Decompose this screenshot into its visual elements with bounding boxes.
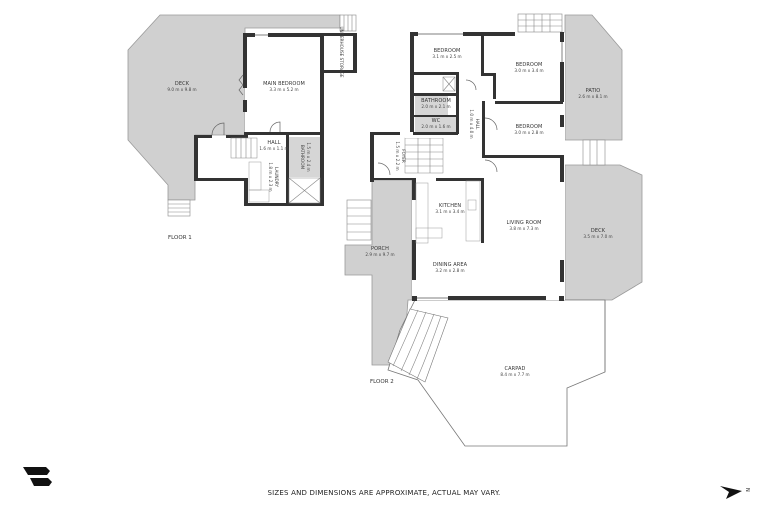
floor1-deck-label: DECK <box>175 81 190 87</box>
floor2-patio-size: 2.6 m x 8.1 m <box>578 94 607 99</box>
floor2-foyer-stairs <box>404 137 444 174</box>
floor2-carpad-label: CARPAD <box>505 366 526 372</box>
floor2-foyer-size: 1.5 m x 2.2 m <box>395 141 400 170</box>
floor2-bedroom3-label: BEDROOM <box>516 124 543 130</box>
floor2-patio <box>564 14 623 141</box>
floor2-foyer-label: FOYER <box>401 149 406 163</box>
floor2-curved-stairs <box>387 308 449 383</box>
floor2-bedroom1-label: BEDROOM <box>434 48 461 54</box>
floor2-bedroom3-size: 3.0 m x 2.8 m <box>514 130 543 135</box>
floor2-porch-label: PORCH <box>371 246 389 252</box>
floor2-bathroom-label: BATHROOM <box>421 98 451 104</box>
floor-2-plan: BEDROOM 3.1 m x 2.5 m BEDROOM 3.0 m x 3.… <box>344 13 643 447</box>
floor1-top-stairs <box>339 14 357 32</box>
floor1-bathroom-label: BATHROOM <box>300 145 305 170</box>
floor2-kitchen-label: KITCHEN <box>439 203 462 209</box>
floor1-bathroom <box>288 137 320 177</box>
disclaimer-text: SIZES AND DIMENSIONS ARE APPROXIMATE, AC… <box>267 489 501 497</box>
floor2-wc <box>415 117 458 134</box>
floor2-living-room-size: 3.8 m x 7.3 m <box>509 226 538 231</box>
floor2-porch-size: 2.9 m x 9.7 m <box>365 252 394 257</box>
floor1-deck-stairs <box>167 199 191 217</box>
floor1-shower <box>288 177 321 204</box>
floor1-laundry-size: 1.8 m x 2.3 m <box>268 162 273 191</box>
floor1-main-bedroom <box>245 35 322 135</box>
floor2-hall-label: HALL <box>475 119 480 130</box>
floor2-bedroom2-size: 3.0 m x 3.4 m <box>514 68 543 73</box>
floor2-bathroom-size: 2.0 m x 2.1 m <box>421 104 450 109</box>
floor2-title: FLOOR 2 <box>370 379 394 385</box>
floor1-deck-size: 9.0 m x 9.8 m <box>167 87 196 92</box>
floor2-dining-area-size: 3.2 m x 2.8 m <box>435 268 464 273</box>
floor2-wc-size: 2.0 m x 1.6 m <box>421 124 450 129</box>
floor2-living-room-label: LIVING ROOM <box>506 220 541 226</box>
floor2-deck-label: DECK <box>591 228 606 234</box>
floor1-hall-size: 1.6 m x 1.1 m <box>259 146 288 151</box>
floor2-carpad-size: 8.4 m x 7.7 m <box>500 372 529 377</box>
floor1-laundry-label: LAUNDRY <box>274 167 279 187</box>
brand-logo-icon <box>23 467 52 486</box>
floor1-main-bedroom-label: MAIN BEDROOM <box>263 81 305 87</box>
floor2-kitchen-size: 3.1 m x 3.4 m <box>435 209 464 214</box>
floor2-bedroom1-size: 3.1 m x 2.5 m <box>432 54 461 59</box>
north-arrow-icon: N <box>720 486 750 499</box>
floor2-deck-size: 3.5 m x 7.0 m <box>583 234 612 239</box>
floor2-bathroom <box>415 95 448 117</box>
north-label: N <box>744 488 750 492</box>
floor1-hall-stairs <box>230 137 258 159</box>
floor2-bedroom2-label: BEDROOM <box>516 62 543 68</box>
floor2-porch-stairs <box>346 199 372 241</box>
floor1-bathroom-size: 1.5 m x 2.4 m <box>306 142 311 171</box>
floor-1-plan: DECK 9.0 m x 9.8 m MAIN BEDROOM 3.3 m x … <box>127 14 357 241</box>
floor2-top-stairs <box>517 13 563 33</box>
floor1-storage-label: UNDERHOUSE STORAGE <box>339 26 344 77</box>
floor2-hall-size: 1.0 m x 4.0 m <box>469 109 474 138</box>
floor2-hall-stairs <box>405 135 445 138</box>
floor2-patio-stairs <box>582 139 606 166</box>
floor2-dining-area-label: DINING AREA <box>433 262 468 268</box>
floor2-patio-label: PATIO <box>586 88 601 94</box>
floor1-storage <box>325 33 355 71</box>
floor1-hall-label: HALL <box>267 140 280 146</box>
floor1-main-bedroom-size: 3.3 m x 5.2 m <box>269 87 298 92</box>
floor1-title: FLOOR 1 <box>168 235 192 241</box>
floor2-wc-label: WC <box>432 118 441 124</box>
